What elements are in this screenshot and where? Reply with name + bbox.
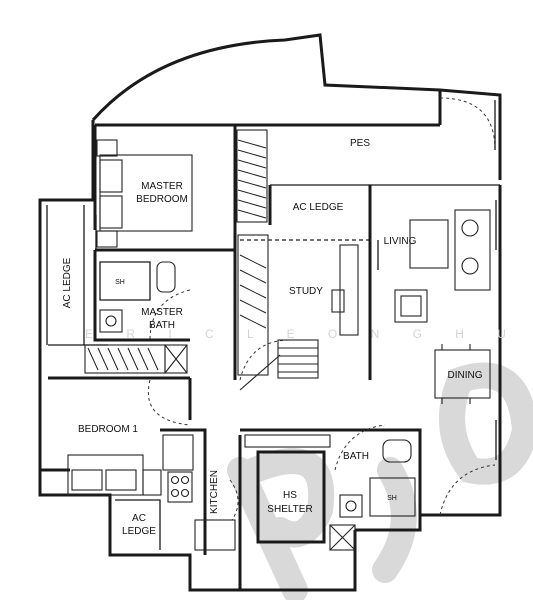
wardrobe xyxy=(236,129,268,223)
label-kitchen: KITCHEN xyxy=(209,470,220,514)
stove-icon xyxy=(167,471,193,503)
bath-walls xyxy=(329,424,496,551)
master-bath-walls xyxy=(93,250,191,342)
master-bed xyxy=(99,154,193,232)
kitchen-walls xyxy=(160,428,239,555)
label-bath: BATH xyxy=(343,451,369,462)
label-dining: DINING xyxy=(448,370,483,381)
label-sh-master: SH xyxy=(115,279,125,286)
pillow-icon xyxy=(99,195,123,229)
label-bedroom1: BEDROOM 1 xyxy=(78,424,138,435)
study-walls xyxy=(237,185,372,391)
label-pes: PES xyxy=(350,138,370,149)
label-ac-ledge-bottom-1: AC xyxy=(132,513,146,524)
study-wardrobe xyxy=(237,234,269,376)
watermark-logo xyxy=(227,362,533,600)
living-dining-furniture xyxy=(377,200,497,460)
label-hs-shelter-2: SHELTER xyxy=(267,504,312,515)
label-master-bedroom-2: BEDROOM xyxy=(136,194,188,205)
sofa xyxy=(454,209,491,291)
storage-hatch xyxy=(84,344,188,374)
watermark-text: E R I C L E O N G H U E Y xyxy=(85,327,533,341)
shower-area xyxy=(369,477,416,517)
living-table xyxy=(409,219,449,269)
pillow-icon xyxy=(71,469,103,491)
label-study: STUDY xyxy=(289,286,323,297)
toilet-icon xyxy=(156,261,176,293)
staircase xyxy=(277,339,319,379)
ac-ledge-bottom-walls xyxy=(115,499,161,550)
armchair xyxy=(394,289,428,323)
label-master-bedroom-1: MASTER xyxy=(141,181,183,192)
bedroom1-walls xyxy=(48,376,192,496)
sink-icon xyxy=(339,494,363,518)
label-master-bath-1: MASTER xyxy=(141,307,183,318)
pillow-icon xyxy=(105,469,137,491)
dining-table xyxy=(434,349,491,399)
toilet-icon xyxy=(382,439,412,463)
label-ac-ledge-left: AC LEDGE xyxy=(62,257,73,308)
label-ac-ledge-bottom-2: LEDGE xyxy=(122,526,156,537)
master-bedroom-walls xyxy=(93,125,268,380)
label-master-bath-2: BATH xyxy=(149,320,175,331)
label-sh-bath: SH xyxy=(387,495,397,502)
label-ac-ledge-top: AC LEDGE xyxy=(293,202,344,213)
sink-icon xyxy=(99,309,123,333)
label-living: LIVING xyxy=(384,236,417,247)
fridge xyxy=(162,434,194,471)
label-hs-shelter-1: HS xyxy=(283,490,297,501)
hs-shelter-box xyxy=(256,450,326,544)
hs-shelter-walls xyxy=(238,428,335,590)
pillow-icon xyxy=(99,159,123,193)
